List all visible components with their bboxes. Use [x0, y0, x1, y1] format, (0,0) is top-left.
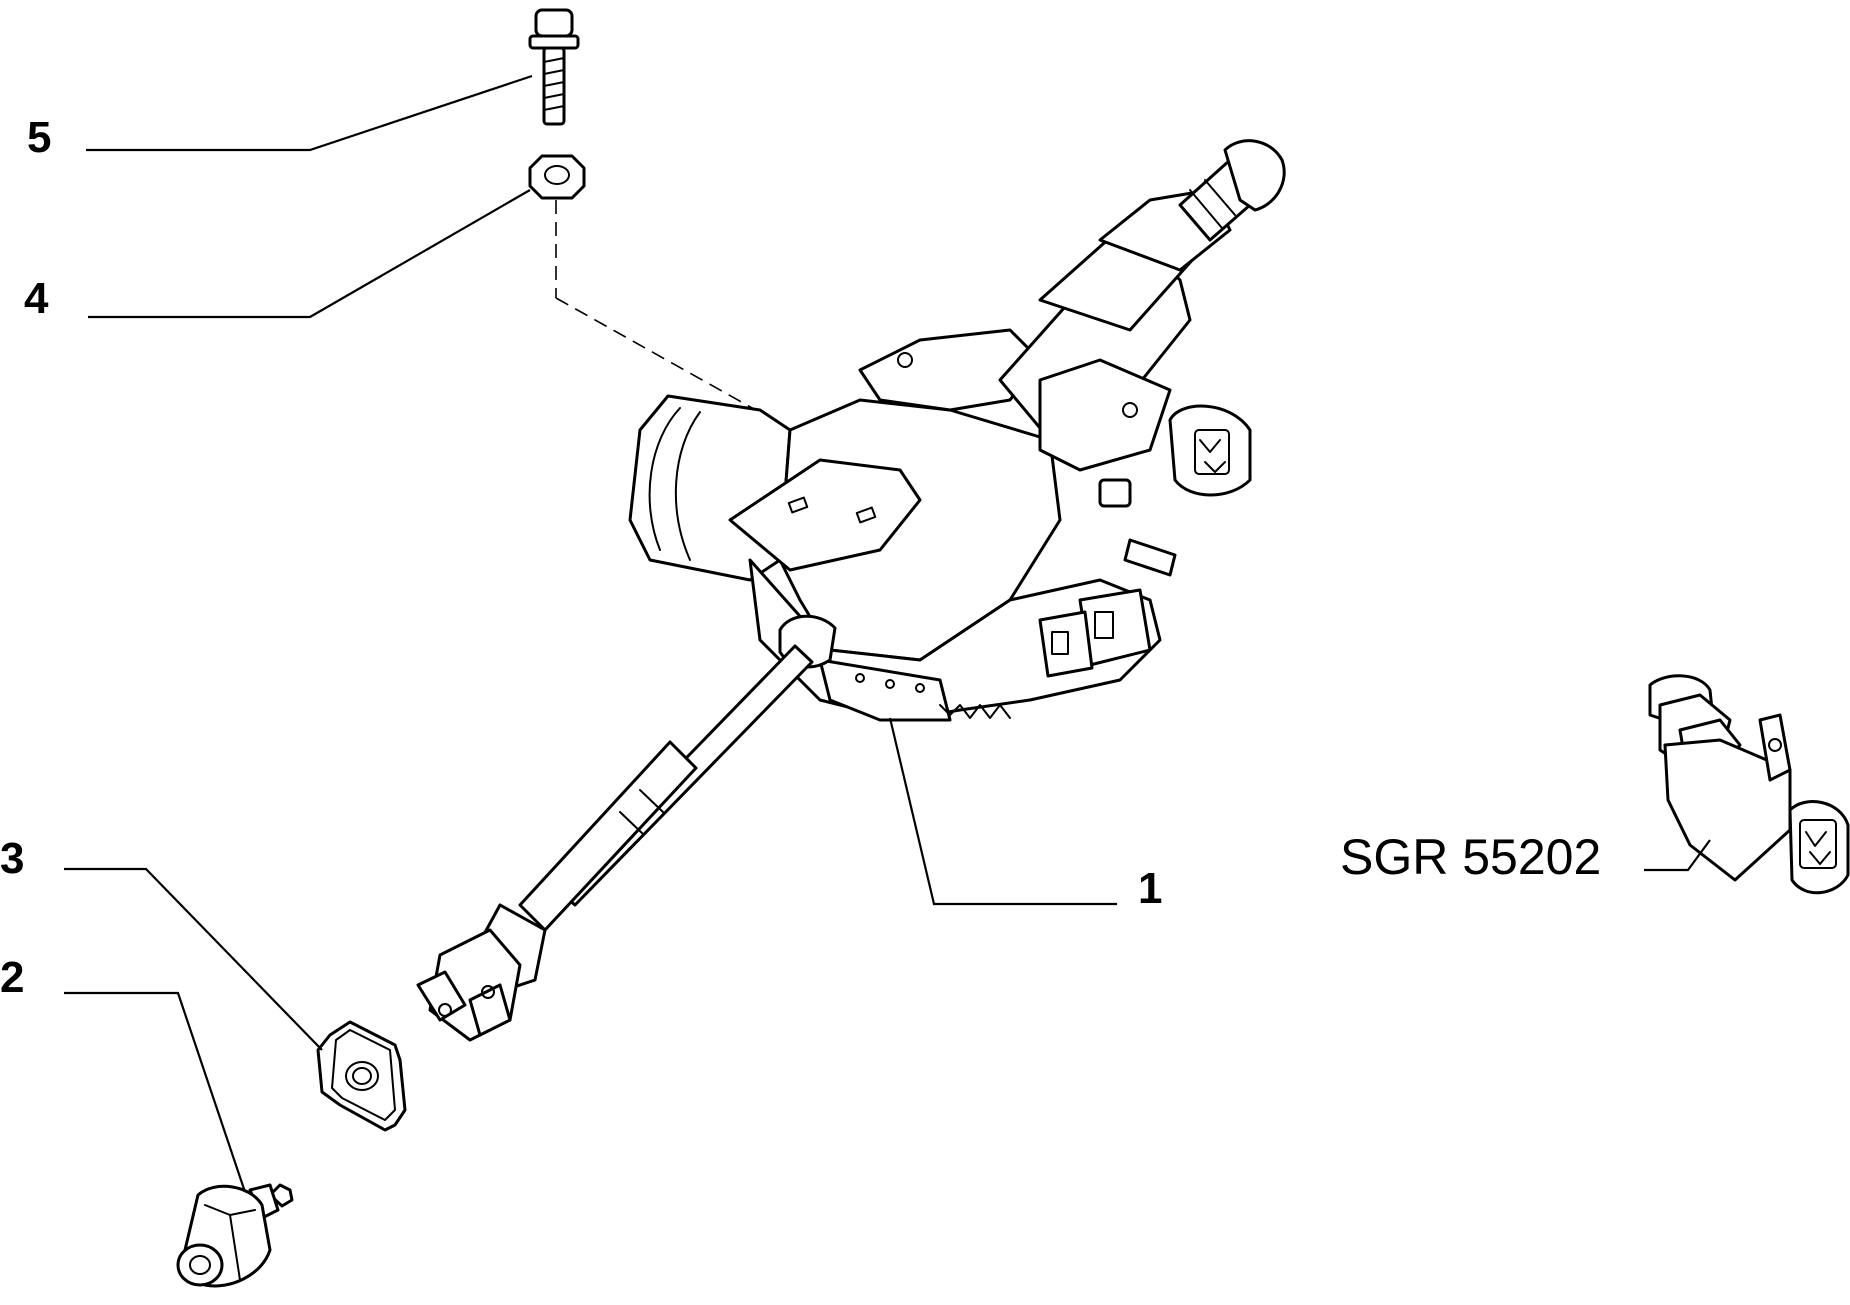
- callout-4: 4: [24, 274, 49, 323]
- part-2-sensor[interactable]: [176, 1183, 294, 1288]
- callout-sgr-55202: SGR 55202: [1340, 829, 1601, 885]
- part-3-plate[interactable]: [316, 1020, 407, 1132]
- callout-labels: 5 4 3 2 1 SGR 55202: [0, 113, 1601, 1002]
- leader-sgr: [1644, 839, 1711, 872]
- leader-2: [64, 991, 247, 1193]
- callout-3: 3: [0, 834, 24, 883]
- leader-3: [64, 867, 323, 1051]
- callout-5: 5: [27, 113, 51, 162]
- leader-4: [88, 189, 531, 319]
- part-1-steering-column[interactable]: [416, 139, 1286, 1042]
- leader-5: [86, 74, 533, 152]
- part-5-bolt[interactable]: [528, 8, 580, 126]
- callout-1: 1: [1138, 864, 1162, 913]
- part-sgr-55202-connector[interactable]: [1648, 674, 1850, 895]
- callout-2: 2: [0, 953, 24, 1002]
- leader-1: [888, 717, 1117, 906]
- leader-lines: [64, 74, 1711, 1193]
